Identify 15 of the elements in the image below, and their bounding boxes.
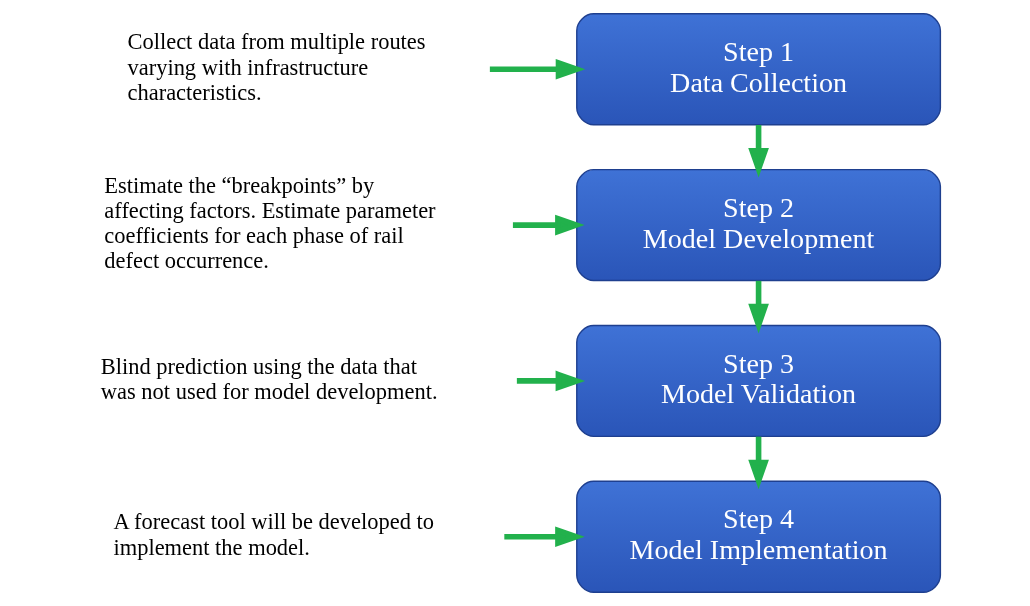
arrow (512, 214, 585, 236)
node-box: Step 1 Data Collection (576, 13, 942, 126)
arrow (748, 125, 769, 178)
node-box: Step 4 Model Implementation (576, 480, 942, 593)
node-text: Blind prediction using the data that was not used for model development. (100, 353, 438, 404)
node-box: Step 2 Model Development (576, 168, 942, 282)
arrow (748, 436, 769, 490)
node-text: Collect data from multiple routes varying with infrastructure characteristics. (127, 29, 426, 105)
node-box: Step 3 Model Validation (576, 324, 942, 438)
node-text: A forecast tool will be developed to implement the model. (113, 509, 434, 560)
node-text: Estimate the “breakpoints” by affecting factors. Estimate parameter coefficients for each phase of rail defect occurrence. (104, 172, 436, 274)
arrow (489, 58, 586, 80)
arrow (516, 370, 586, 392)
arrow (748, 280, 769, 334)
arrow (504, 526, 585, 548)
